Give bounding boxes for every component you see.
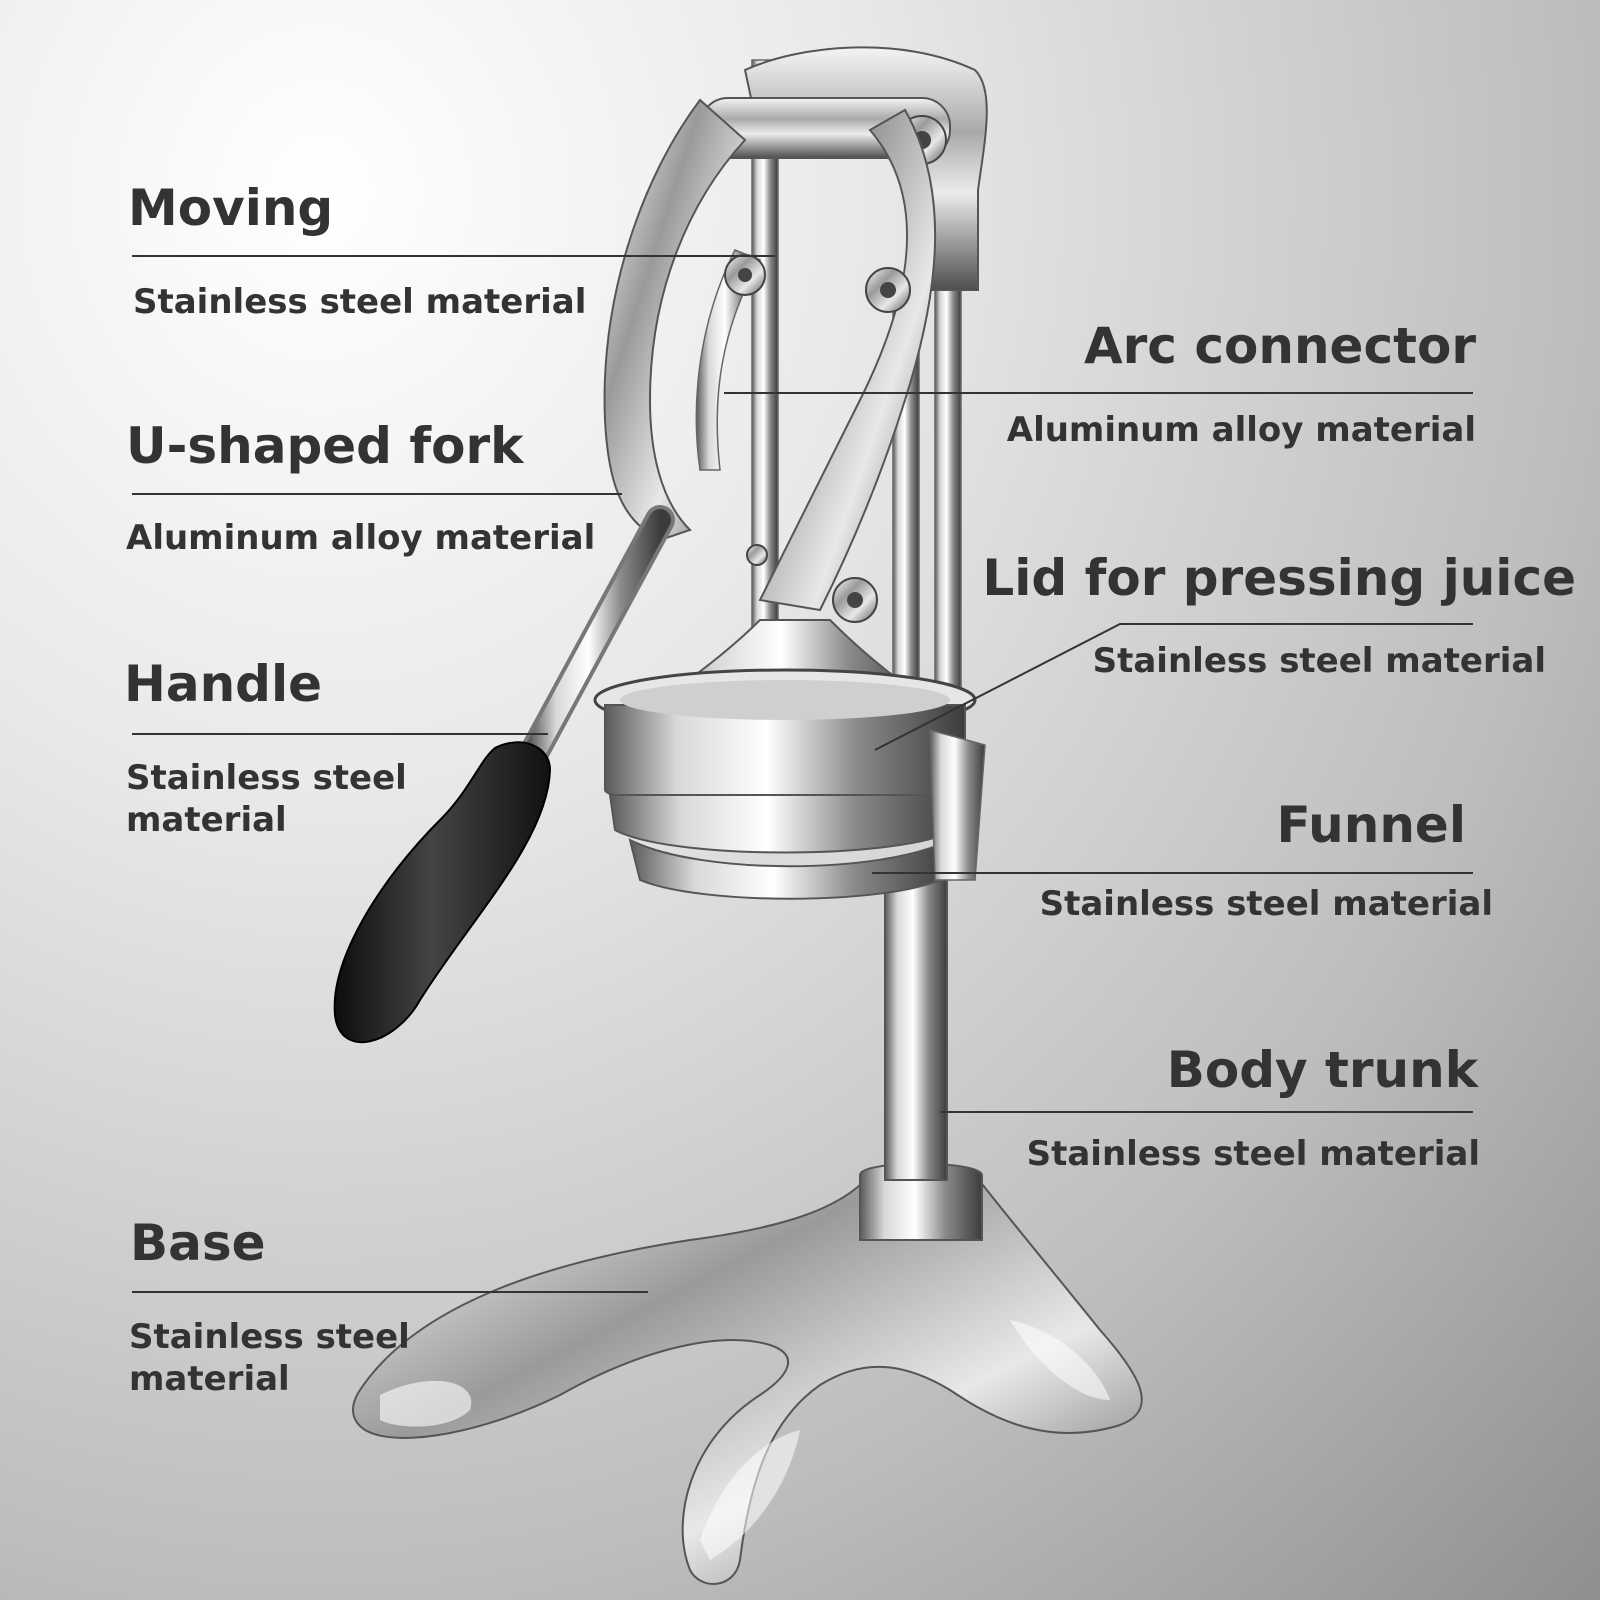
label-trunk-material: Stainless steel material	[1026, 1134, 1480, 1174]
bolts	[724, 254, 911, 623]
label-arc-material: Aluminum alloy material	[1006, 410, 1476, 450]
label-moving-material: Stainless steel material	[133, 282, 587, 322]
leader-lid	[874, 623, 1473, 751]
label-base-title: Base	[130, 1214, 266, 1272]
label-lid-material: Stainless steel material	[1092, 641, 1546, 681]
label-base-material-1: Stainless steel	[129, 1317, 410, 1357]
handle-grip	[333, 741, 552, 1044]
label-handle-title: Handle	[124, 655, 323, 713]
lid-part	[593, 668, 977, 854]
label-lid-title: Lid for pressing juice	[982, 549, 1576, 607]
label-handle-material-1: Stainless steel	[126, 758, 407, 798]
label-funnel-title: Funnel	[1276, 796, 1466, 854]
label-funnel-material: Stainless steel material	[1039, 884, 1493, 924]
label-moving-title: Moving	[128, 179, 334, 237]
label-handle-material-2: material	[126, 800, 287, 840]
label-u-fork-title: U-shaped fork	[126, 417, 524, 475]
handle-part	[333, 505, 675, 1044]
label-base-material-2: material	[129, 1359, 290, 1399]
label-u-fork-material: Aluminum alloy material	[126, 518, 596, 558]
label-trunk-title: Body trunk	[1166, 1041, 1478, 1099]
label-arc-title: Arc connector	[1083, 317, 1476, 375]
leader-lines	[132, 255, 1473, 1293]
head-bracket	[743, 46, 988, 291]
base-part	[352, 1162, 1143, 1585]
body-trunk-part	[884, 879, 948, 1181]
